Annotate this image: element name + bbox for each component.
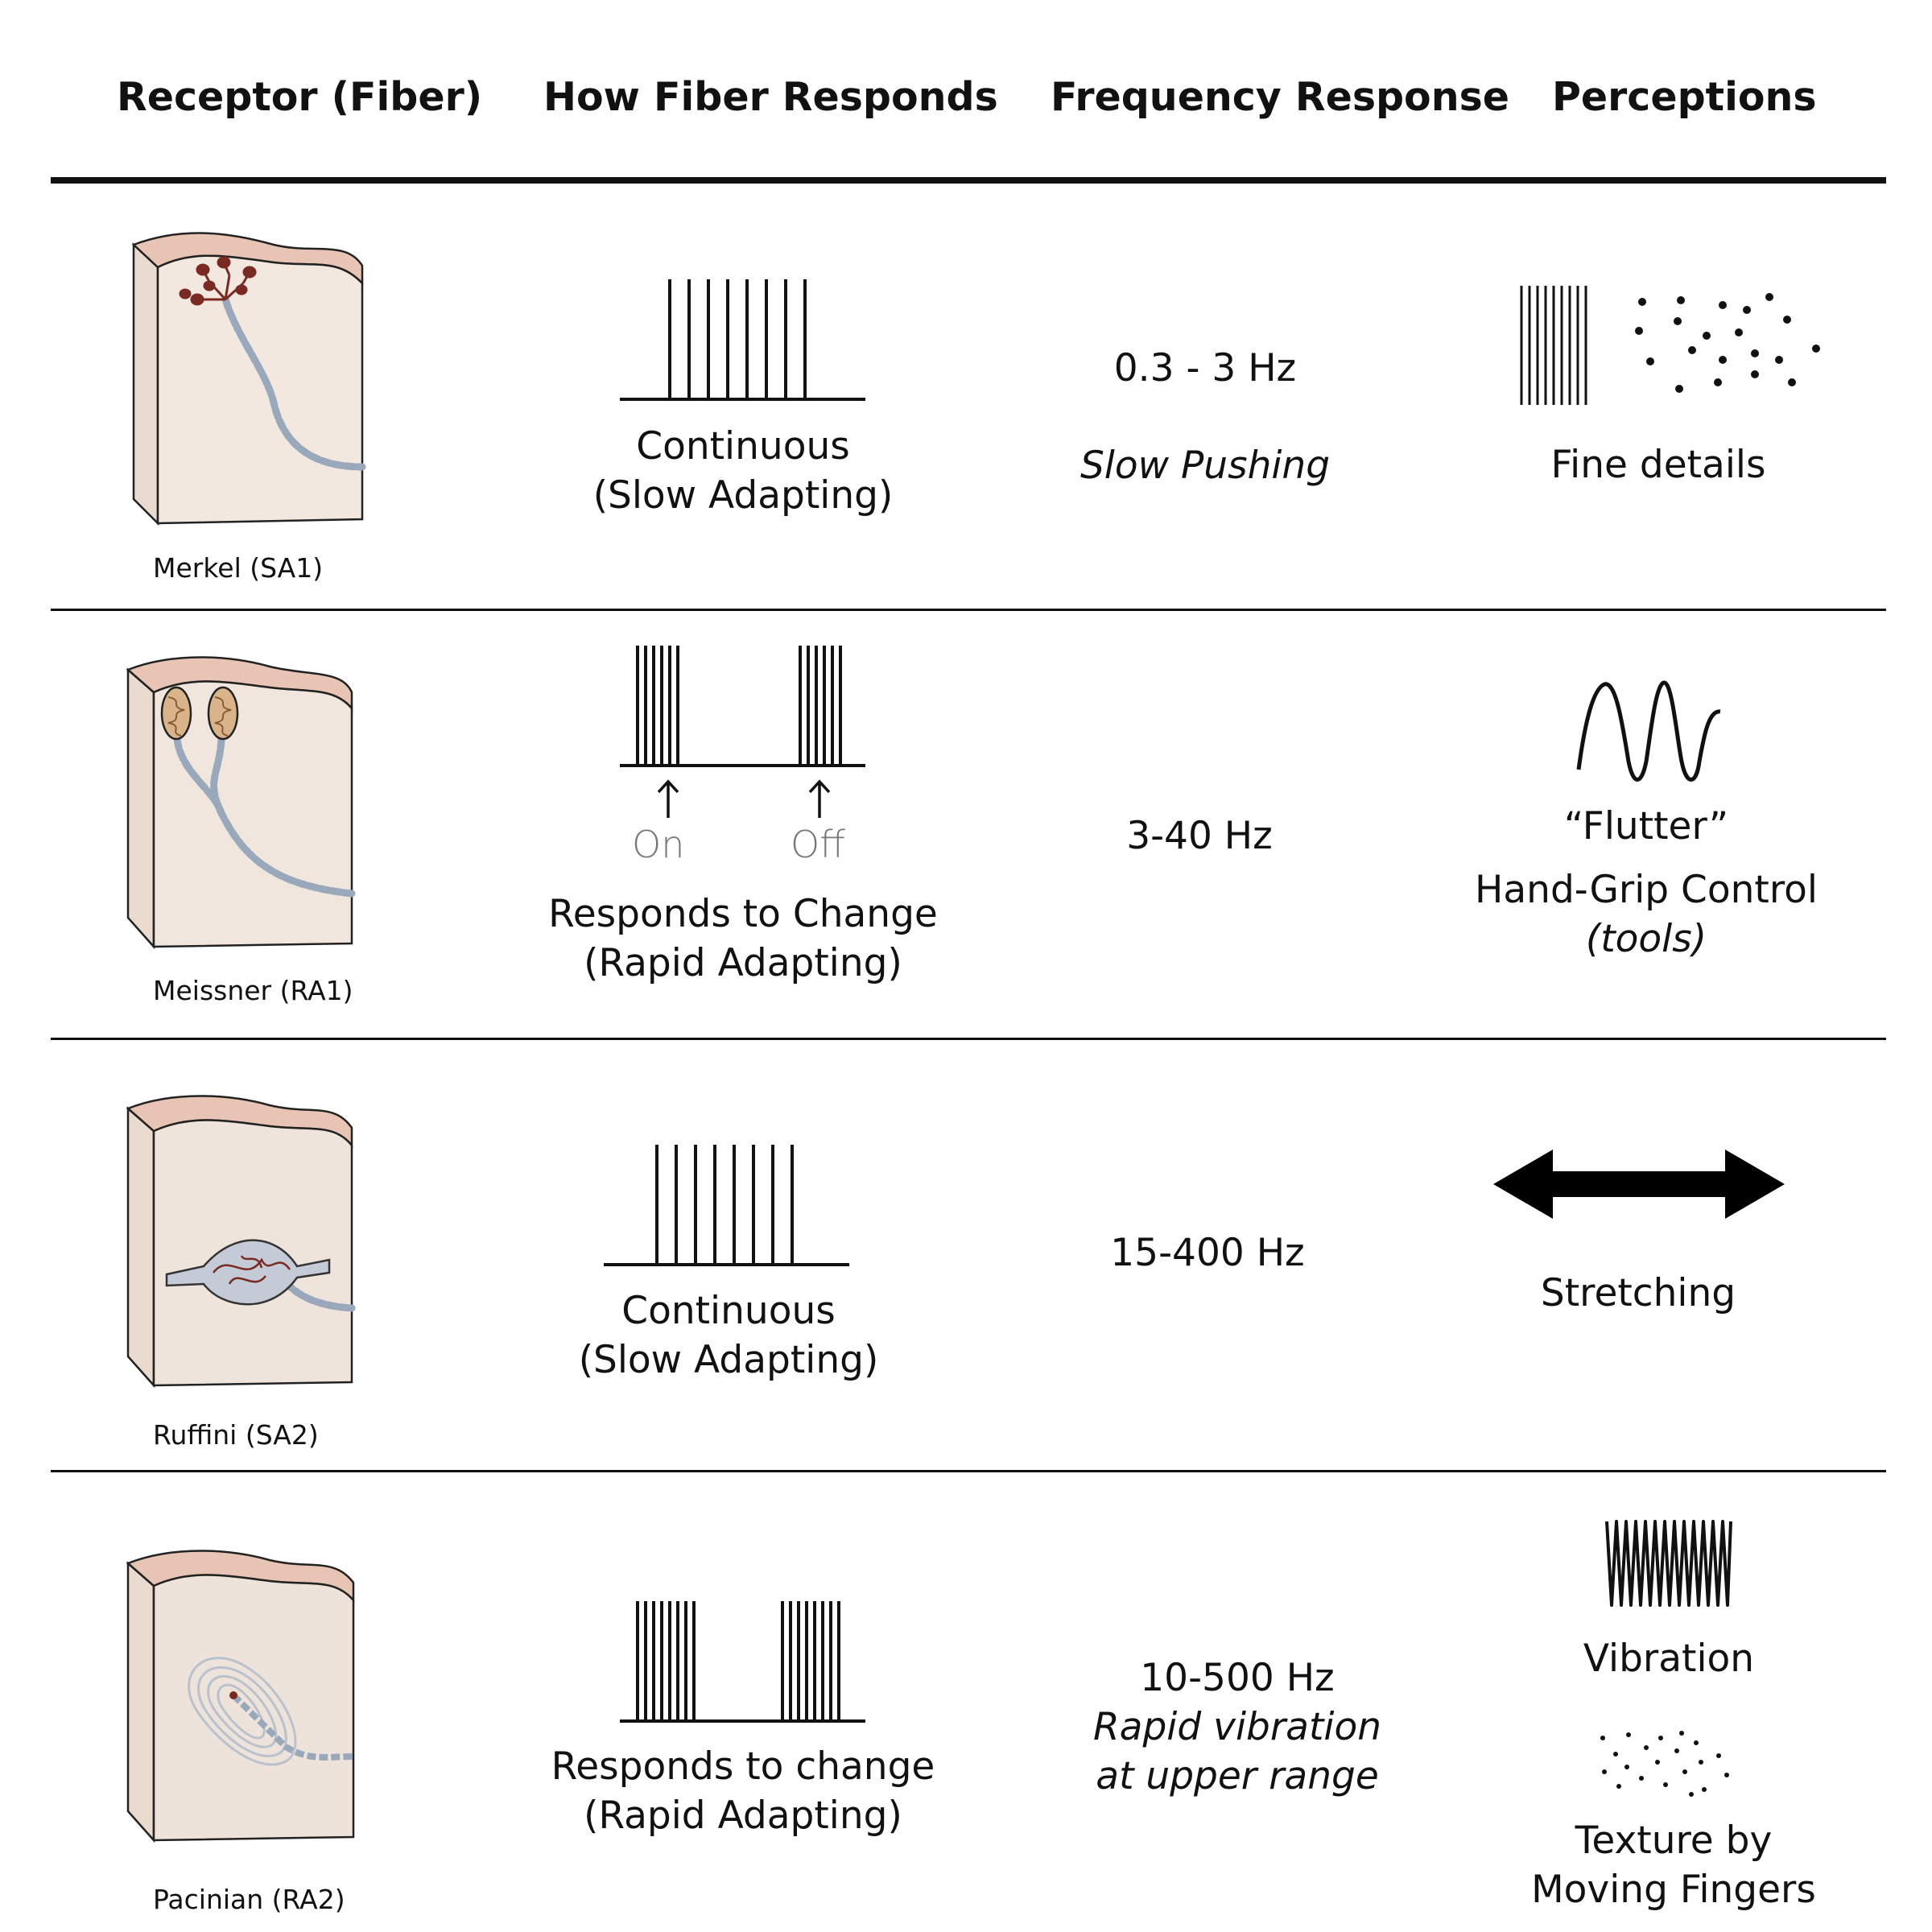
response-line1: Responds to Change bbox=[548, 892, 938, 936]
receptor-label-pacinian: Pacinian (RA2) bbox=[153, 1884, 345, 1915]
on-label: On bbox=[632, 823, 685, 866]
spike-train-on-off bbox=[620, 646, 865, 767]
perception2-line1: Texture by bbox=[1575, 1818, 1773, 1863]
response-line1: Continuous bbox=[621, 1289, 836, 1333]
perception-label: Hand-Grip Control bbox=[1475, 868, 1818, 912]
response-line2: (Rapid Adapting) bbox=[584, 1794, 902, 1838]
receptor-label-meissner: Meissner (RA1) bbox=[153, 975, 353, 1006]
response-line2: (Rapid Adapting) bbox=[584, 941, 902, 985]
header-how-fiber-responds: How Fiber Responds bbox=[543, 74, 998, 120]
off-arrow-icon bbox=[808, 779, 831, 818]
double-arrow-icon bbox=[1493, 1150, 1785, 1219]
header-frequency-response: Frequency Response bbox=[1051, 74, 1510, 120]
row-divider-2 bbox=[51, 1038, 1886, 1040]
frequency-note-2: at upper range bbox=[1096, 1754, 1379, 1798]
receptor-label-merkel: Merkel (SA1) bbox=[153, 552, 324, 584]
response-line2: (Slow Adapting) bbox=[592, 473, 894, 518]
fine-lines-icon bbox=[1520, 286, 1587, 405]
frequency-note: Slow Pushing bbox=[1080, 444, 1331, 488]
response-line1: Responds to change bbox=[551, 1744, 935, 1789]
flutter-wave-icon bbox=[1576, 680, 1721, 782]
perception-label: Fine details bbox=[1550, 443, 1766, 487]
response-line1: Continuous bbox=[636, 424, 850, 469]
meissner-receptor-illustration bbox=[126, 656, 356, 950]
perception-note: (tools) bbox=[1585, 917, 1707, 961]
frequency-value: 3-40 Hz bbox=[1126, 814, 1273, 858]
spike-train-continuous-3 bbox=[604, 1145, 849, 1266]
header-divider bbox=[51, 177, 1886, 184]
pacinian-receptor-illustration bbox=[126, 1550, 355, 1843]
spike-train-continuous-1 bbox=[620, 279, 865, 401]
ruffini-receptor-illustration bbox=[126, 1095, 356, 1389]
perception-label: Vibration bbox=[1583, 1637, 1755, 1681]
frequency-note-1: Rapid vibration bbox=[1093, 1705, 1381, 1749]
on-arrow-icon bbox=[657, 779, 679, 818]
row-divider-3 bbox=[51, 1470, 1886, 1472]
merkel-receptor-illustration bbox=[131, 232, 366, 526]
receptor-label-ruffini: Ruffini (SA2) bbox=[153, 1419, 319, 1451]
perception2-line2: Moving Fingers bbox=[1531, 1868, 1816, 1912]
perception-quote: “Flutter” bbox=[1563, 804, 1729, 848]
fine-dots-icon bbox=[1635, 293, 1820, 393]
response-line2: (Slow Adapting) bbox=[578, 1338, 879, 1382]
frequency-value: 0.3 - 3 Hz bbox=[1113, 346, 1297, 390]
perception-label: Stretching bbox=[1540, 1271, 1736, 1315]
header-perceptions: Perceptions bbox=[1552, 74, 1817, 120]
off-label: Off bbox=[791, 823, 845, 866]
vibration-wave-icon bbox=[1605, 1520, 1732, 1607]
spike-train-rapid bbox=[620, 1601, 865, 1723]
frequency-value: 10-500 Hz bbox=[1140, 1656, 1335, 1700]
texture-dots-icon bbox=[1600, 1731, 1729, 1797]
frequency-value: 15-400 Hz bbox=[1110, 1231, 1305, 1275]
header-receptor: Receptor (Fiber) bbox=[117, 74, 483, 120]
row-divider-1 bbox=[51, 609, 1886, 611]
